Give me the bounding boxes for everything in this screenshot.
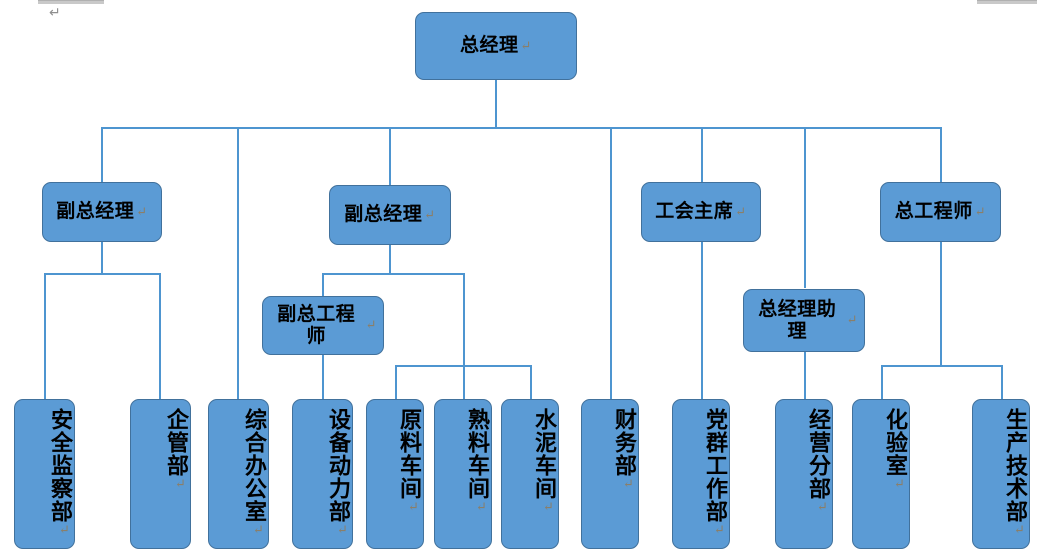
paragraph-mark: ↵: [475, 500, 490, 516]
node-finance-dept[interactable]: 财务部↵: [581, 399, 639, 549]
paragraph-mark: ↵: [1013, 523, 1028, 539]
page-margin-mark-left: [38, 0, 104, 4]
node-party-work-dept-label: 党群工作部: [703, 408, 728, 523]
node-chief-engineer-label: 总工程师: [894, 201, 973, 223]
node-clinker-shop-label: 熟料车间: [465, 408, 490, 500]
connector-to-clinker-shop: [463, 365, 465, 399]
node-raw-material-shop-label: 原料车间: [397, 408, 422, 500]
node-union-chairman-label: 工会主席: [655, 201, 734, 223]
node-laboratory[interactable]: 化验室↵: [852, 399, 910, 549]
paragraph-mark: ↵: [713, 523, 728, 539]
node-laboratory-label: 化验室: [883, 408, 908, 477]
node-finance-dept-label: 财务部: [612, 408, 637, 477]
node-production-tech[interactable]: 生产技术部↵: [972, 399, 1030, 549]
connector-deputy-gm-2-stem: [389, 245, 391, 274]
paragraph-mark: ↵: [622, 477, 637, 493]
node-cement-shop[interactable]: 水泥车间↵: [501, 399, 559, 549]
node-equipment-power-label: 设备动力部: [326, 408, 351, 523]
paragraph-mark: ↵: [58, 523, 73, 539]
connector-bus-to-deputy-gm-2: [389, 127, 391, 185]
connector-deputy-gm-1-bus: [44, 273, 161, 275]
node-deputy-gm-1-label: 副总经理: [56, 201, 135, 223]
node-deputy-gm-2[interactable]: 副总经理↵: [329, 185, 451, 245]
connector-bus-to-general-office: [237, 127, 239, 399]
node-chief-engineer[interactable]: 总工程师↵: [880, 182, 1001, 242]
stray-paragraph-mark: ↵: [49, 4, 61, 20]
node-cement-shop-label: 水泥车间: [532, 408, 557, 500]
connector-to-production-tech: [1001, 365, 1003, 399]
connector-bus-to-union-chairman: [701, 127, 703, 182]
paragraph-mark: ↵: [136, 203, 148, 219]
connector-chief-engineer-bus: [881, 365, 1002, 367]
paragraph-mark: ↵: [816, 500, 831, 516]
node-gm-assistant-label: 总经理助理: [758, 299, 837, 342]
connector-chief-engineer-to-gm-assistant: [804, 127, 806, 288]
paragraph-mark: ↵: [893, 477, 908, 493]
connector-union-chairman-stem: [701, 242, 703, 399]
node-business-branch[interactable]: 经营分部↵: [775, 399, 833, 549]
connector-bus-to-finance: [610, 127, 612, 399]
node-deputy-chief-engineer[interactable]: 副总工程师 ↵: [262, 296, 384, 355]
connector-gm-assistant-stem: [804, 352, 806, 399]
paragraph-mark: ↵: [424, 206, 436, 222]
connector-to-safety-supervision: [44, 273, 46, 399]
node-enterprise-mgmt[interactable]: 企管部↵: [130, 399, 191, 549]
connector-gm-stem: [495, 80, 497, 128]
node-gm-assistant[interactable]: 总经理助理 ↵: [743, 289, 865, 352]
paragraph-mark: ↵: [365, 317, 377, 333]
connector-to-cement-shop: [530, 365, 532, 399]
paragraph-mark: ↵: [336, 523, 351, 539]
node-deputy-chief-engineer-label: 副总工程师: [277, 304, 356, 347]
node-enterprise-mgmt-label: 企管部: [164, 408, 189, 477]
node-safety-supervision-label: 安全监察部: [48, 408, 73, 523]
paragraph-mark: ↵: [542, 500, 557, 516]
node-safety-supervision[interactable]: 安全监察部↵: [14, 399, 75, 549]
connector-deputy-chief-engineer-stem: [322, 355, 324, 399]
node-general-manager-label: 总经理: [460, 35, 519, 57]
paragraph-mark: ↵: [974, 203, 987, 219]
connector-deputy-gm-2-bus: [322, 273, 464, 275]
connector-to-raw-material-shop: [395, 365, 397, 399]
node-general-office[interactable]: 综合办公室↵: [208, 399, 269, 549]
connector-chief-engineer-cross: [804, 127, 942, 129]
node-deputy-gm-2-label: 副总经理: [344, 204, 423, 226]
node-deputy-gm-1[interactable]: 副总经理↵: [42, 182, 162, 242]
paragraph-mark: ↵: [735, 203, 747, 219]
connector-to-deputy-chief-engineer: [322, 273, 324, 296]
paragraph-mark: ↵: [846, 312, 858, 328]
node-general-office-label: 综合办公室: [242, 408, 267, 523]
connector-deputy-gm-2-to-shop-bus: [463, 273, 465, 366]
node-business-branch-label: 经营分部: [806, 408, 831, 500]
node-general-manager[interactable]: 总经理↵: [415, 12, 577, 80]
node-party-work-dept[interactable]: 党群工作部↵: [672, 399, 730, 549]
connector-to-laboratory: [881, 365, 883, 399]
connector-deputy-gm-1-stem: [101, 242, 103, 274]
node-equipment-power[interactable]: 设备动力部↵: [292, 399, 353, 549]
paragraph-mark: ↵: [407, 500, 422, 516]
connector-bus-to-deputy-gm-1: [101, 127, 103, 182]
connector-main-bus: [101, 127, 941, 129]
node-union-chairman[interactable]: 工会主席↵: [641, 182, 761, 242]
page-margin-mark-right: [977, 0, 1037, 4]
paragraph-mark: ↵: [252, 523, 267, 539]
connector-bus-to-chief-engineer: [940, 127, 942, 182]
paragraph-mark: ↵: [520, 37, 532, 53]
node-production-tech-label: 生产技术部: [1003, 408, 1028, 523]
connector-to-enterprise-mgmt: [159, 273, 161, 399]
node-clinker-shop[interactable]: 熟料车间↵: [434, 399, 492, 549]
node-raw-material-shop[interactable]: 原料车间↵: [366, 399, 424, 549]
paragraph-mark: ↵: [174, 477, 189, 493]
connector-chief-engineer-stem: [940, 242, 942, 366]
